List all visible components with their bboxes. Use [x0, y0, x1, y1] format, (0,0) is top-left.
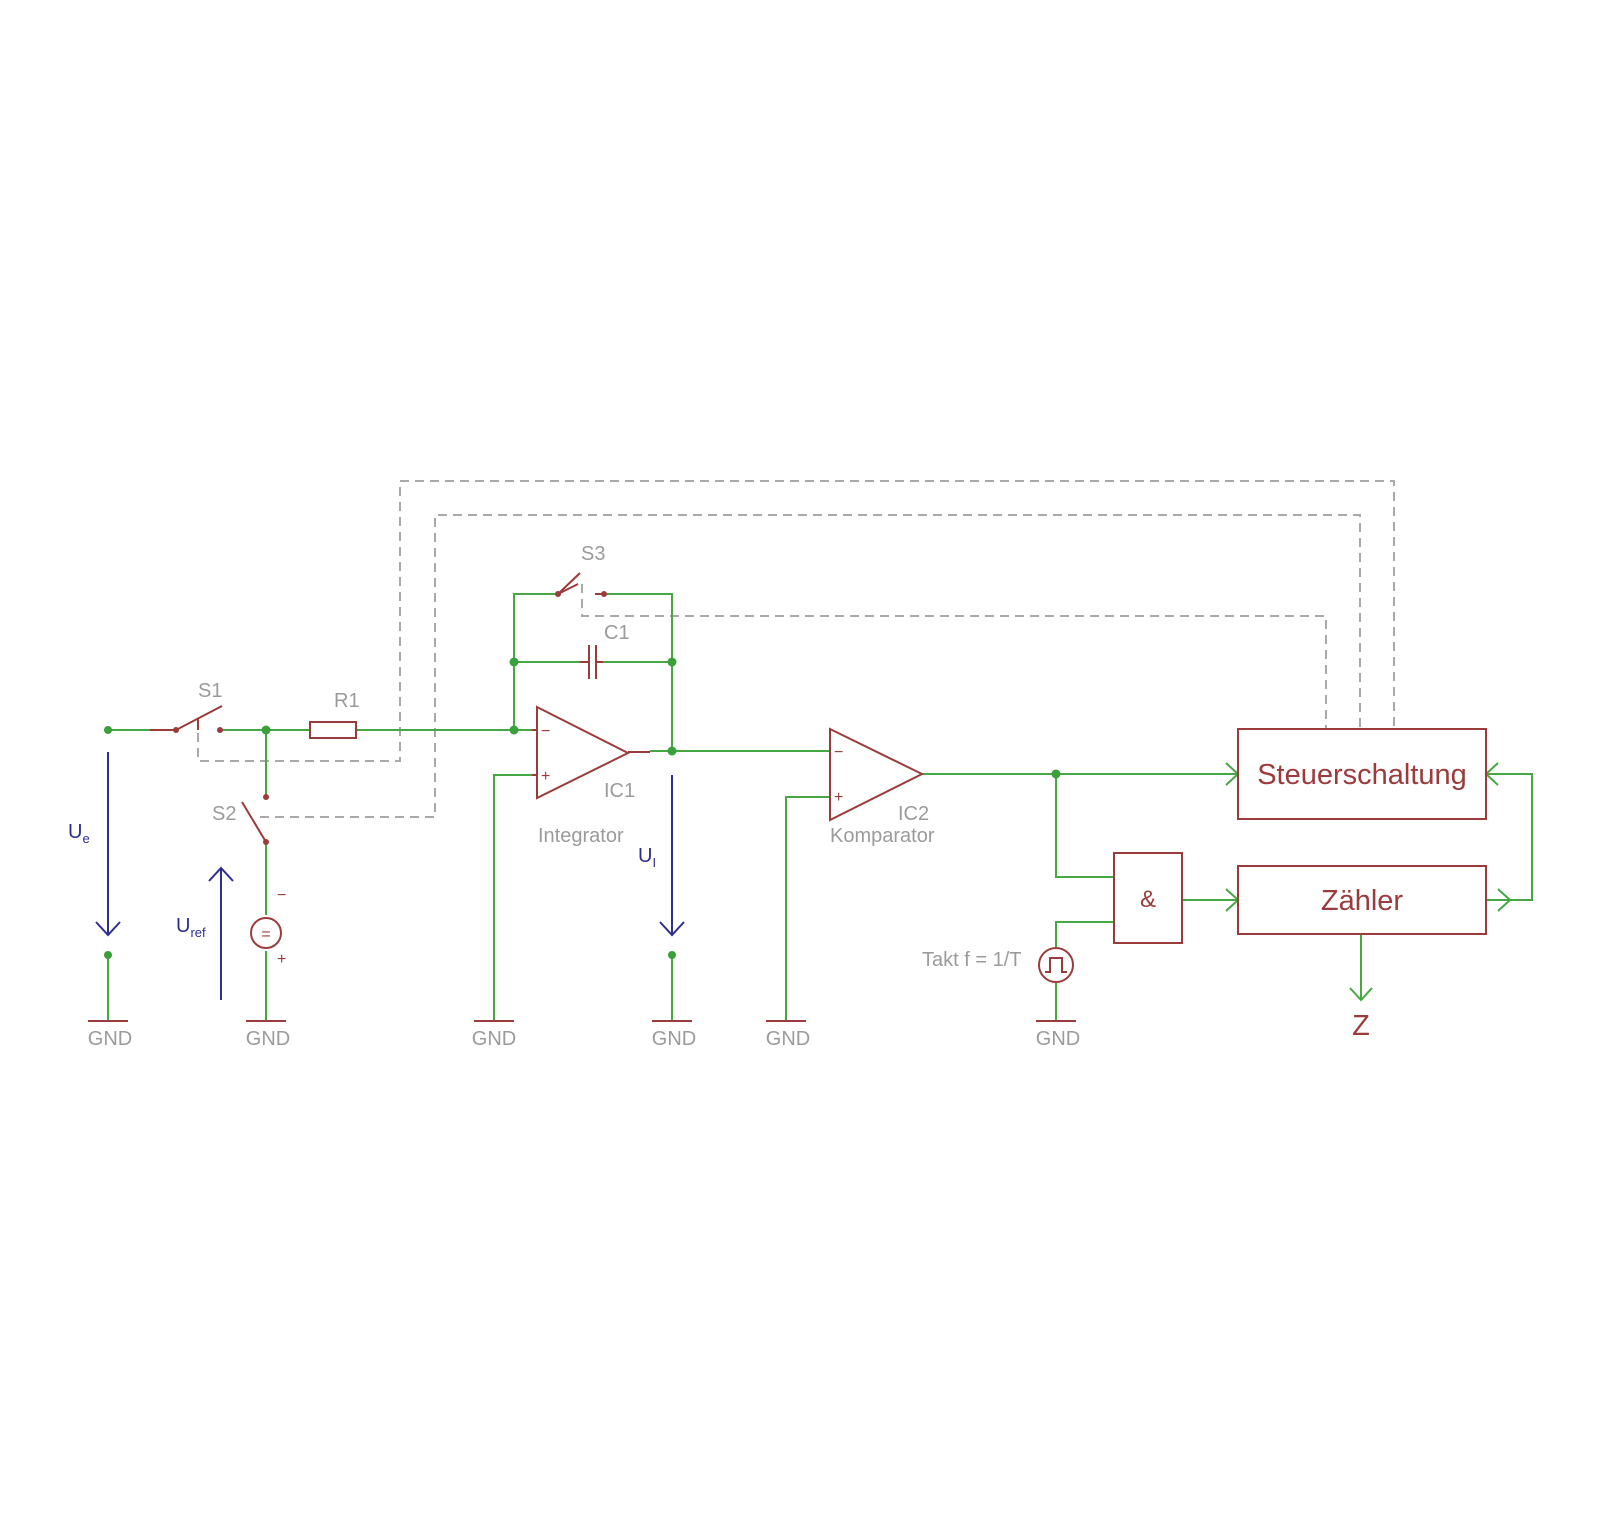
ue-label: Ue — [68, 821, 90, 846]
s3-actuator-link — [581, 584, 1327, 729]
dc-source-icon: = — [261, 926, 270, 943]
gnd-label-3: GND — [472, 1028, 516, 1050]
s3-label: S3 — [581, 543, 605, 565]
gnd-label-1: GND — [88, 1028, 132, 1050]
gnd-label-2: GND — [246, 1028, 290, 1050]
ic1-plus: + — [541, 768, 550, 785]
gnd-label-5: GND — [766, 1028, 810, 1050]
signal-arrowheads — [1225, 762, 1512, 1002]
zaehler-label: Zähler — [1321, 885, 1404, 917]
r1-label: R1 — [334, 690, 360, 712]
ic2-minus: − — [834, 744, 843, 761]
steuerschaltung-block: Steuerschaltung — [1237, 728, 1487, 820]
output-z-label: Z — [1352, 1010, 1370, 1042]
ic2-plus: + — [834, 789, 843, 806]
ic2-label: IC2 — [898, 803, 929, 825]
ui-label: UI — [638, 845, 656, 870]
ic1-minus: − — [541, 723, 550, 740]
c1-label: C1 — [604, 622, 630, 644]
capacitor-c1 — [580, 645, 603, 679]
source-plus: + — [277, 951, 286, 968]
reference-source: = − + — [250, 887, 286, 968]
resistor-r1 — [309, 721, 357, 739]
junction-dots — [104, 657, 1061, 959]
s1-actuator-link — [197, 480, 1395, 762]
s1-label: S1 — [198, 680, 222, 702]
voltage-arrow-uref — [208, 866, 234, 1000]
zaehler-block: Zähler — [1237, 865, 1487, 935]
switch-s2[interactable] — [241, 794, 269, 845]
gnd-label-4: GND — [652, 1028, 696, 1050]
opamp-ic2: − + — [829, 727, 925, 822]
s2-actuator-link — [260, 514, 1361, 818]
s2-label: S2 — [212, 803, 236, 825]
voltage-arrow-ui — [659, 775, 685, 937]
and-gate-symbol: & — [1140, 886, 1156, 913]
gnd-label-6: GND — [1036, 1028, 1080, 1050]
and-gate: & — [1113, 852, 1183, 944]
switch-s1[interactable] — [150, 705, 223, 733]
ic1-label: IC1 — [604, 780, 635, 802]
switch-s3[interactable] — [555, 572, 607, 597]
wires — [107, 593, 1533, 1021]
pulse-icon — [1045, 957, 1067, 973]
clock-source — [1038, 947, 1074, 983]
opamp-ic1: − + — [532, 705, 650, 800]
source-minus: − — [277, 887, 286, 904]
voltage-arrow-ue — [95, 752, 121, 937]
uref-label: Uref — [176, 915, 206, 940]
integrator-label: Integrator — [538, 825, 624, 847]
komparator-label: Komparator — [830, 825, 935, 847]
steuerschaltung-label: Steuerschaltung — [1257, 759, 1467, 791]
takt-label: Takt f = 1/T — [922, 949, 1021, 971]
